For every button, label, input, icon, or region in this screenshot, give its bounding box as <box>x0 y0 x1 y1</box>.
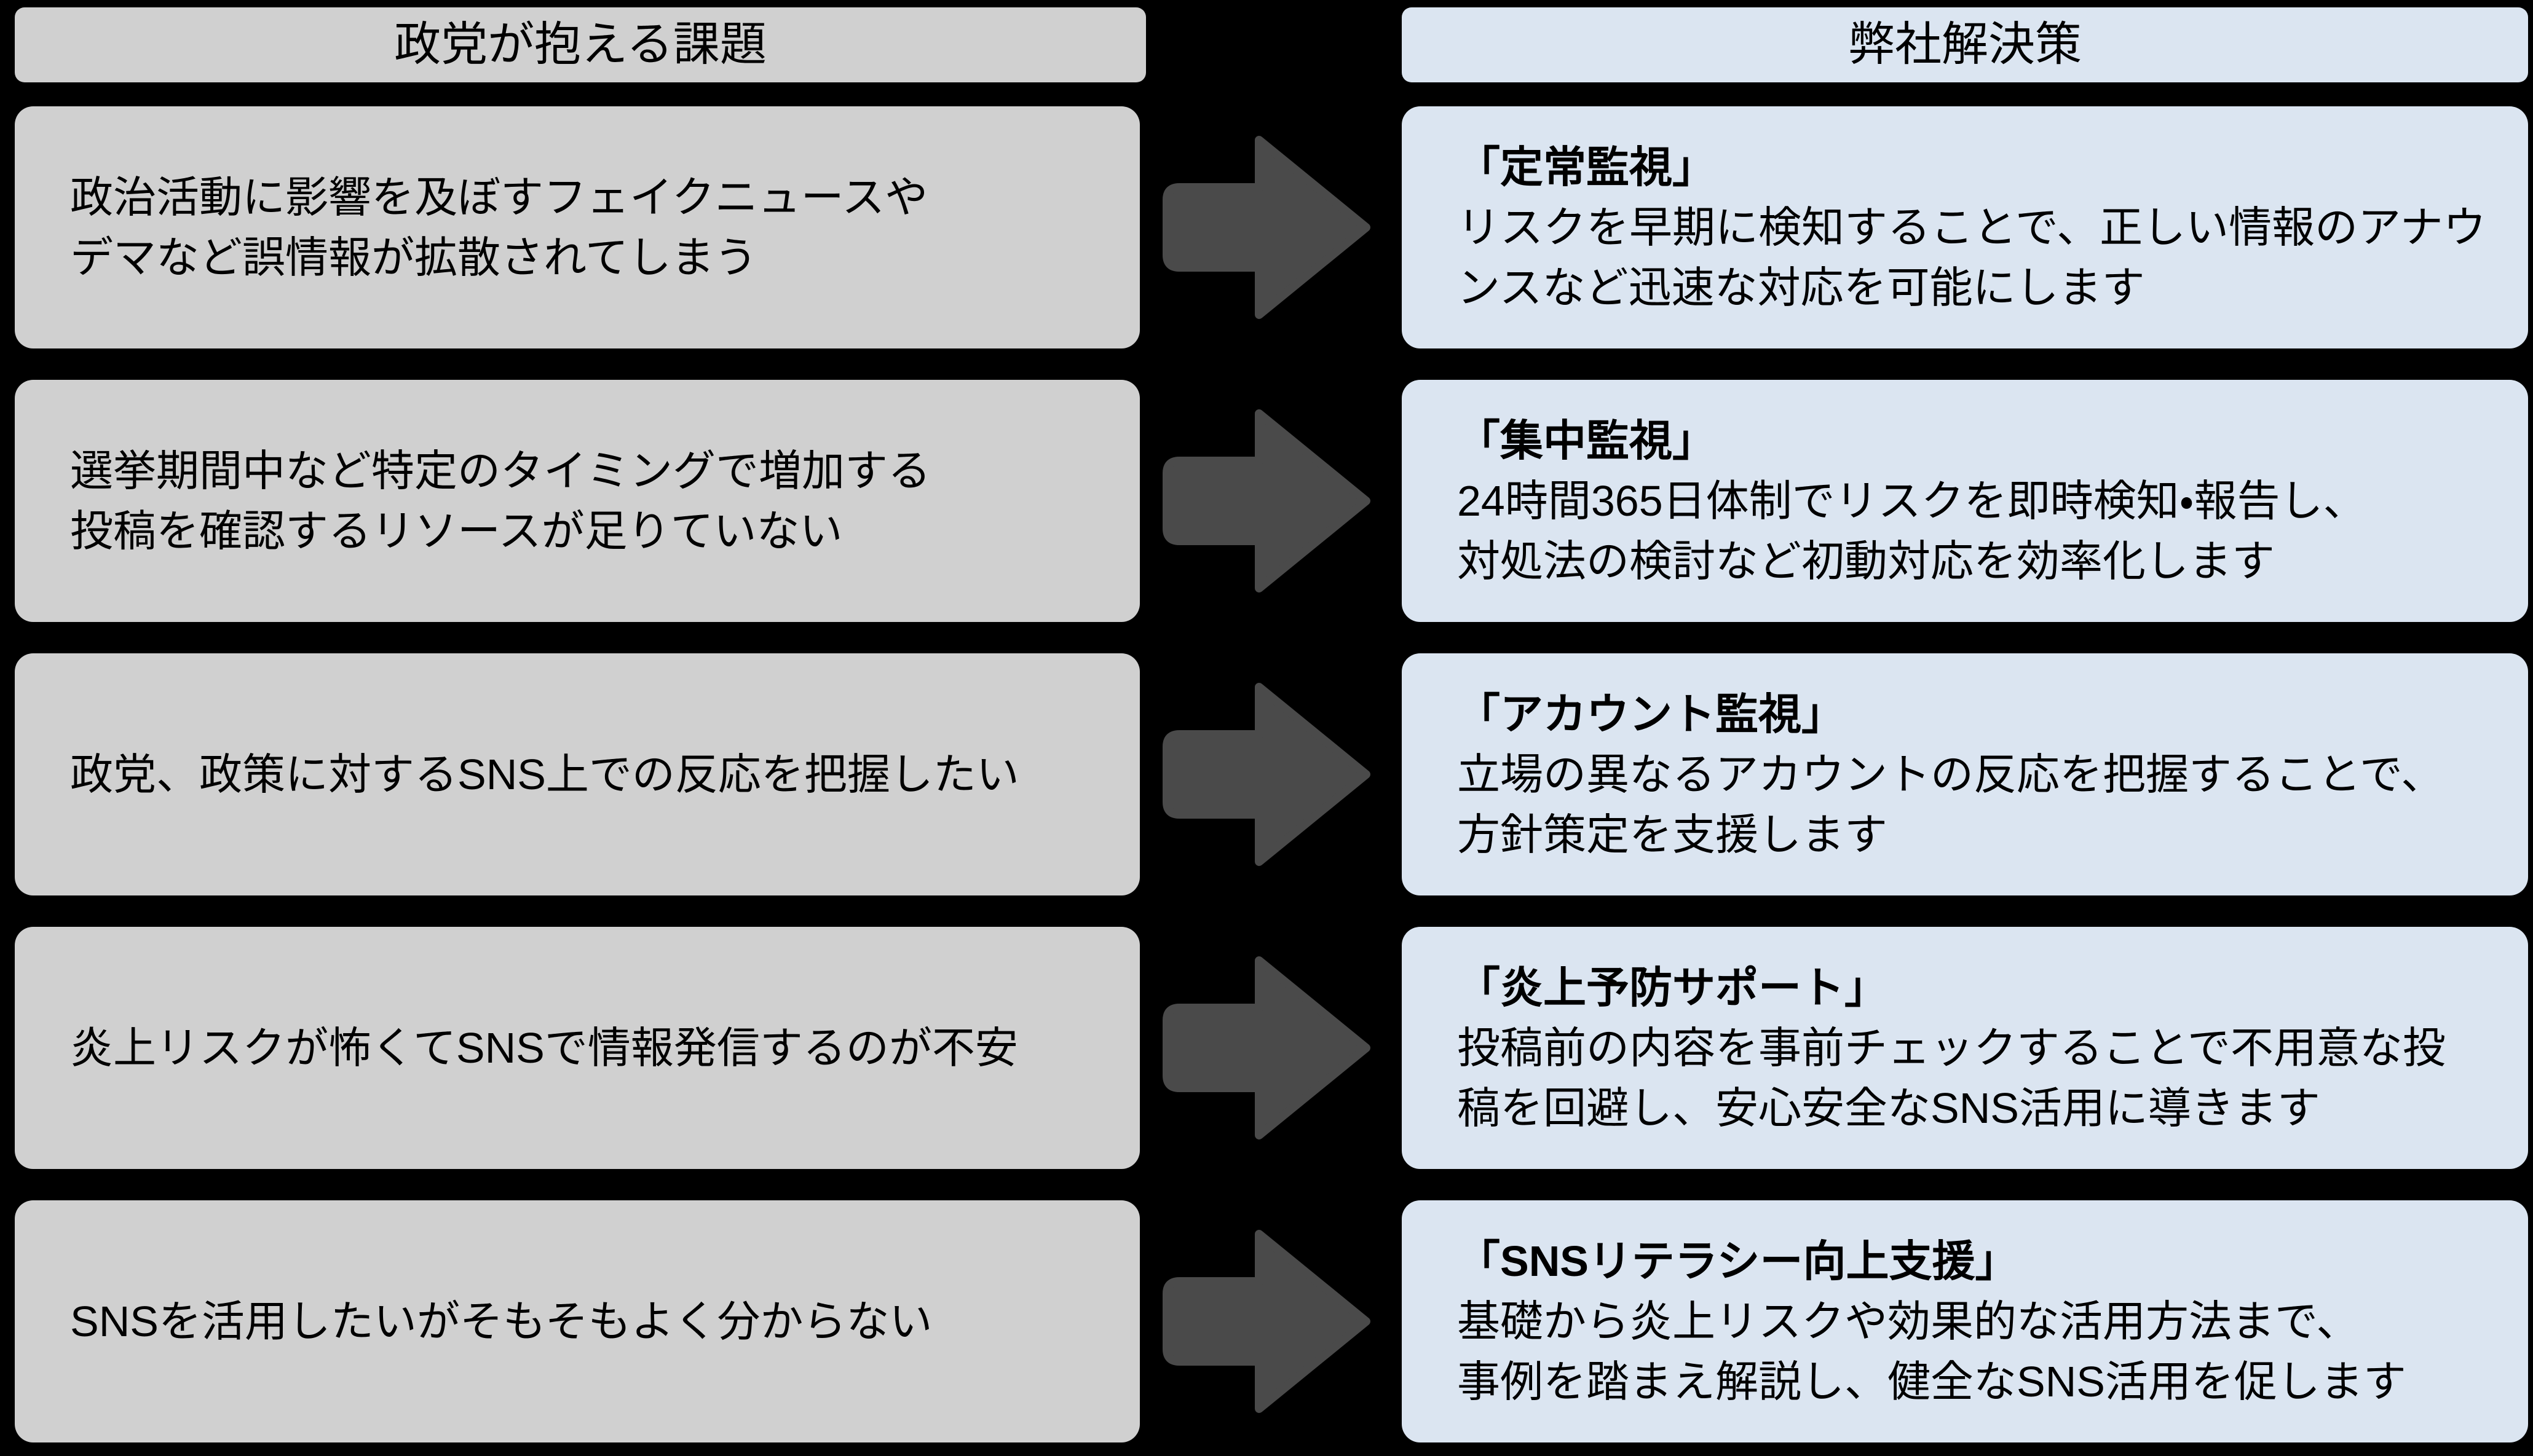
problem-box: 炎上リスクが怖くてSNSで情報発信するのが不安 <box>15 927 1140 1169</box>
solution-title: 「集中監視」 <box>1457 417 1715 465</box>
arrow-right-icon <box>1163 683 1370 866</box>
problem-text: 選挙期間中など特定のタイミングで増加する 投稿を確認するリソースが足りていない <box>70 447 931 555</box>
mapping-row: SNSを活用したいがそもそもよく分からない 「SNSリテラシー向上支援」 基礎か… <box>0 1200 2533 1442</box>
solution-box: 「集中監視」 24時間365日体制でリスクを即時検知・報告し、 対処法の検討など… <box>1402 380 2528 622</box>
solution-box: 「SNSリテラシー向上支援」 基礎から炎上リスクや効果的な活用方法まで、 事例を… <box>1402 1200 2528 1442</box>
arrow-right-icon <box>1163 956 1370 1139</box>
mapping-row: 政治活動に影響を及ぼすフェイクニュースや デマなど誤情報が拡散されてしまう 「定… <box>0 106 2533 348</box>
solution-title: 「定常監視」 <box>1457 143 1715 191</box>
problem-box: 選挙期間中など特定のタイミングで増加する 投稿を確認するリソースが足りていない <box>15 380 1140 622</box>
problem-text: 政治活動に影響を及ぼすフェイクニュースや デマなど誤情報が拡散されてしまう <box>70 173 928 281</box>
column-header-solutions-label: 弊社解決策 <box>1848 18 2082 71</box>
solution-title: 「炎上予防サポート」 <box>1457 964 1887 1012</box>
solution-body: 基礎から炎上リスクや効果的な活用方法まで、 事例を踏まえ解説し、健全なSNS活用… <box>1457 1297 2406 1406</box>
solution-box: 「アカウント監視」 立場の異なるアカウントの反応を把握することで、 方針策定を支… <box>1402 653 2528 895</box>
solution-body: 投稿前の内容を事前チェックすることで不用意な投 稿を回避し、安心安全なSNS活用… <box>1457 1024 2446 1132</box>
problem-text: SNSを活用したいがそもそもよく分からない <box>70 1297 933 1345</box>
problem-box: 政治活動に影響を及ぼすフェイクニュースや デマなど誤情報が拡散されてしまう <box>15 106 1140 348</box>
arrow-right-icon <box>1163 1230 1370 1413</box>
column-header-problems: 政党が抱える課題 <box>15 7 1146 82</box>
problem-text: 政党、政策に対するSNS上での反応を把握したい <box>70 750 1019 798</box>
mapping-row: 政党、政策に対するSNS上での反応を把握したい 「アカウント監視」 立場の異なる… <box>0 653 2533 895</box>
solution-body: リスクを早期に検知することで、正しい情報のアナウ ンスなど迅速な対応を可能にしま… <box>1457 203 2486 312</box>
problem-box: SNSを活用したいがそもそもよく分からない <box>15 1200 1140 1442</box>
mapping-row: 選挙期間中など特定のタイミングで増加する 投稿を確認するリソースが足りていない … <box>0 380 2533 622</box>
mapping-row: 炎上リスクが怖くてSNSで情報発信するのが不安 「炎上予防サポート」 投稿前の内… <box>0 927 2533 1169</box>
column-header-solutions: 弊社解決策 <box>1402 7 2528 82</box>
solution-body: 立場の異なるアカウントの反応を把握することで、 方針策定を支援します <box>1457 750 2444 859</box>
solution-box: 「炎上予防サポート」 投稿前の内容を事前チェックすることで不用意な投 稿を回避し… <box>1402 927 2528 1169</box>
solution-body: 24時間365日体制でリスクを即時検知・報告し、 対処法の検討など初動対応を効率… <box>1457 477 2366 585</box>
arrow-right-icon <box>1163 409 1370 592</box>
problem-box: 政党、政策に対するSNS上での反応を把握したい <box>15 653 1140 895</box>
solution-title: 「アカウント監視」 <box>1457 690 1844 738</box>
problem-text: 炎上リスクが怖くてSNSで情報発信するのが不安 <box>70 1024 1018 1072</box>
solution-title: 「SNSリテラシー向上支援」 <box>1457 1237 2018 1285</box>
arrow-right-icon <box>1163 136 1370 319</box>
solution-box: 「定常監視」 リスクを早期に検知することで、正しい情報のアナウ ンスなど迅速な対… <box>1402 106 2528 348</box>
column-header-problems-label: 政党が抱える課題 <box>394 18 767 71</box>
